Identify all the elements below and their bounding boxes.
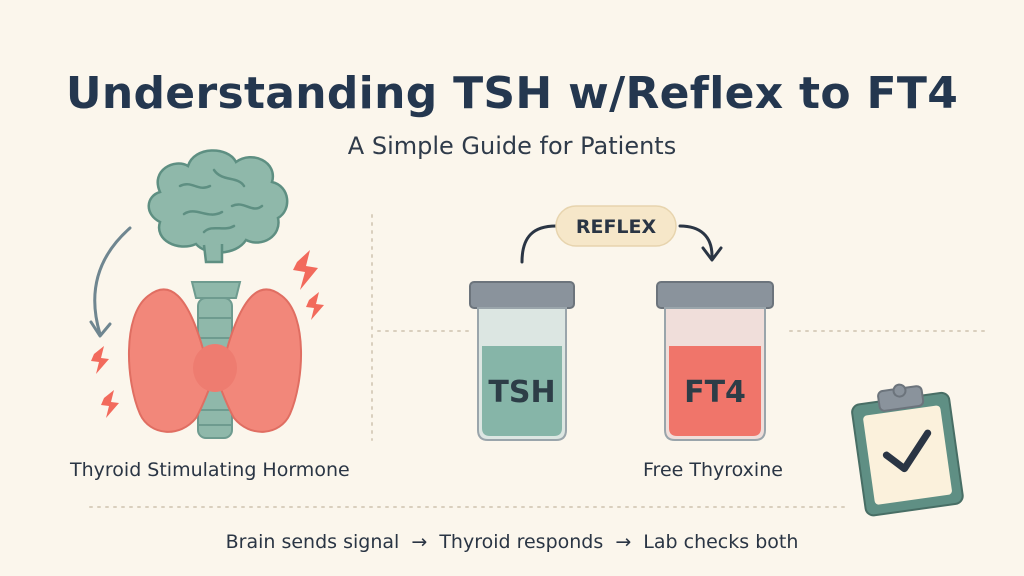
flow-arrow-icon: → <box>615 531 632 553</box>
signal-arrowhead <box>89 320 112 338</box>
lightning-icon <box>91 250 324 418</box>
signal-arrow <box>93 226 132 336</box>
flow-step-brain: Brain sends signal <box>225 531 400 553</box>
thyroid-gland-icon <box>128 281 302 439</box>
clipboard-check-icon <box>851 383 964 517</box>
tsh-tube-label: TSH <box>488 375 555 410</box>
reflex-label: REFLEX <box>576 216 657 238</box>
flow-arrow-icon: → <box>411 531 428 553</box>
tsh-sample-tube: TSH <box>469 281 575 441</box>
reflex-badge <box>555 205 677 247</box>
ft4-sample-tube: FT4 <box>656 281 774 441</box>
reflex-arrowhead <box>701 246 723 262</box>
ft4-caption: Free Thyroxine <box>643 459 783 481</box>
tsh-caption: Thyroid Stimulating Hormone <box>70 459 350 481</box>
reflex-arrow-left <box>520 224 558 264</box>
ft4-tube-label: FT4 <box>684 375 746 410</box>
reflex-arrow-right <box>678 224 714 258</box>
process-flow: Brain sends signal → Thyroid responds → … <box>0 531 1024 553</box>
page-title: Understanding TSH w/Reflex to FT4 <box>65 68 959 119</box>
brain-icon <box>147 149 289 264</box>
flow-step-thyroid: Thyroid responds <box>439 531 604 553</box>
flow-step-lab: Lab checks both <box>643 531 799 553</box>
page-subtitle: A Simple Guide for Patients <box>347 132 677 160</box>
